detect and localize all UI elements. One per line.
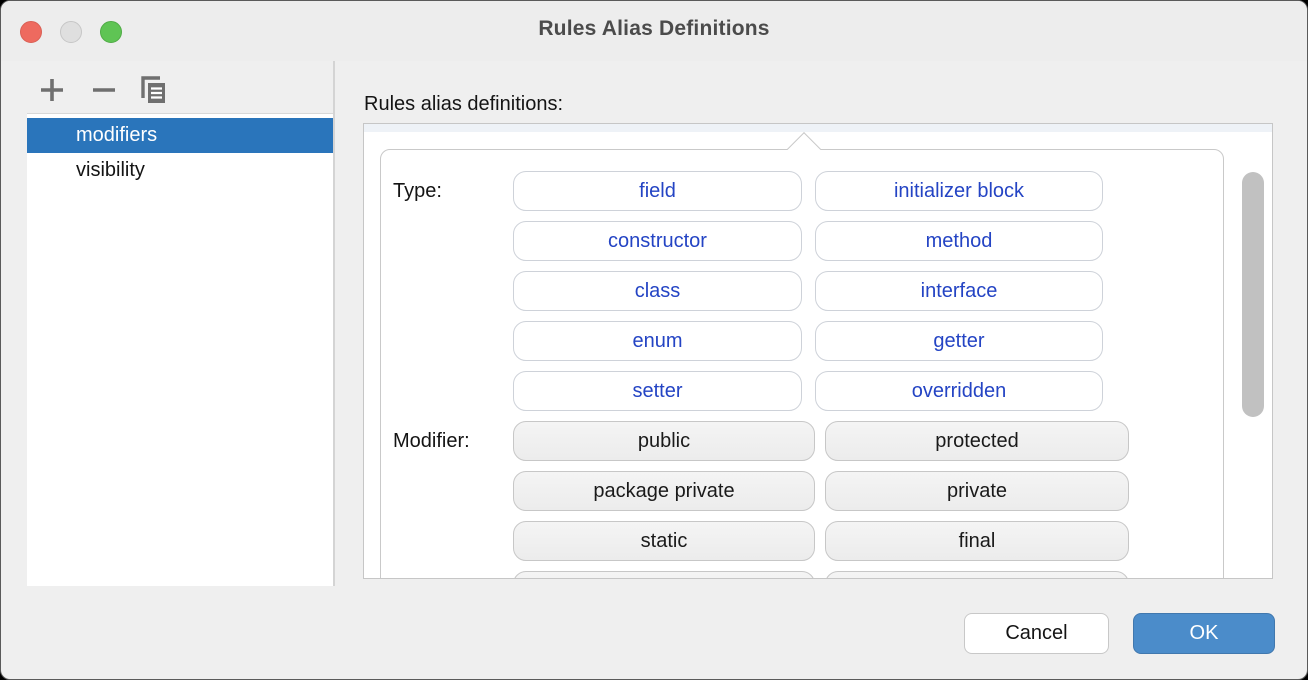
copy-icon bbox=[138, 75, 169, 106]
window-title: Rules Alias Definitions bbox=[538, 17, 770, 40]
token-row: constructor method bbox=[393, 221, 1223, 261]
token-row: enum getter bbox=[393, 321, 1223, 361]
token-button[interactable]: static bbox=[513, 521, 815, 561]
token-button[interactable]: getter bbox=[815, 321, 1103, 361]
token-button[interactable]: public bbox=[513, 421, 815, 461]
list-item[interactable]: visibility bbox=[76, 159, 145, 181]
token-button[interactable]: constructor bbox=[513, 221, 802, 261]
token-button[interactable]: method bbox=[815, 221, 1103, 261]
minimize-button[interactable] bbox=[60, 21, 82, 43]
token-button[interactable]: final bbox=[825, 521, 1129, 561]
token-button[interactable]: enum bbox=[513, 321, 802, 361]
group-label: Modifier: bbox=[393, 429, 470, 452]
plus-icon bbox=[38, 76, 66, 104]
token-button[interactable]: overridden bbox=[815, 371, 1103, 411]
token-row: Type: field initializer block bbox=[393, 171, 1223, 211]
minus-icon bbox=[90, 76, 118, 104]
token-button[interactable]: private bbox=[825, 471, 1129, 511]
token-row: class interface bbox=[393, 271, 1223, 311]
copy-button[interactable] bbox=[134, 72, 172, 108]
vertical-scrollbar-thumb[interactable] bbox=[1242, 172, 1264, 417]
token-button-clipped[interactable] bbox=[513, 571, 815, 578]
remove-button[interactable] bbox=[85, 72, 123, 108]
rules-definitions-label: Rules alias definitions: bbox=[364, 93, 563, 115]
cancel-button[interactable]: Cancel bbox=[964, 613, 1109, 654]
token-button[interactable]: initializer block bbox=[815, 171, 1103, 211]
token-button-clipped[interactable] bbox=[825, 571, 1129, 578]
list-item[interactable]: modifiers bbox=[27, 118, 333, 153]
alias-list: modifiers visibility bbox=[27, 114, 333, 586]
token-row: setter overridden bbox=[393, 371, 1223, 411]
add-button[interactable] bbox=[33, 72, 71, 108]
token-button[interactable]: protected bbox=[825, 421, 1129, 461]
rules-balloon: Type: field initializer block constructor me… bbox=[380, 132, 1224, 578]
ok-button[interactable]: OK bbox=[1133, 613, 1275, 654]
close-button[interactable] bbox=[20, 21, 42, 43]
token-grid: Type: field initializer block constructor me… bbox=[381, 150, 1223, 578]
group-label: Type: bbox=[393, 179, 442, 202]
zoom-button[interactable] bbox=[100, 21, 122, 43]
token-button[interactable]: interface bbox=[815, 271, 1103, 311]
rules-editor-panel: Type: field initializer block constructor me… bbox=[363, 123, 1273, 579]
panel-top-strip bbox=[364, 124, 1272, 132]
token-row-clipped bbox=[393, 571, 1223, 578]
token-button[interactable]: class bbox=[513, 271, 802, 311]
token-button[interactable]: field bbox=[513, 171, 802, 211]
sidebar-separator bbox=[333, 61, 335, 586]
token-button[interactable]: package private bbox=[513, 471, 815, 511]
titlebar: Rules Alias Definitions bbox=[1, 1, 1307, 61]
toolbar-separator bbox=[27, 113, 334, 114]
token-button[interactable]: setter bbox=[513, 371, 802, 411]
